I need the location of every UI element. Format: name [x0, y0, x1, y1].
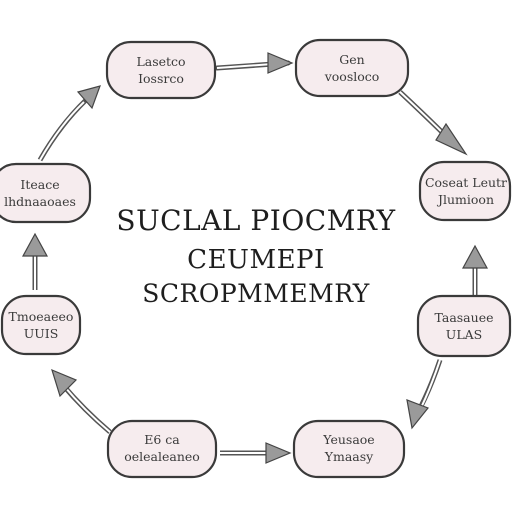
node-n1-line-2: Iossrco — [138, 71, 184, 86]
node-n5-line-1: Yeusaoe — [322, 432, 374, 447]
node-n3-line-1: Coseat Leutr — [425, 175, 507, 190]
center-title-line-3: SCROPMMEMRY — [142, 279, 370, 308]
node-n1-box — [105, 40, 217, 100]
node-n1: Lasetco Iossrco — [105, 40, 217, 100]
node-n6-line-1: E6 ca — [144, 432, 180, 447]
node-n3-box — [418, 160, 512, 222]
center-title: SUCLAL PIOCMRY CEUMEPI SCROPMMEMRY — [116, 204, 395, 308]
arrowhead-n7-to-n8 — [21, 232, 49, 257]
node-n2-box — [294, 38, 410, 98]
node-n3-line-2: Jlumioon — [436, 192, 494, 207]
node-n7-box — [0, 294, 82, 356]
node-n1-line-1: Lasetco — [136, 54, 185, 69]
arrowhead-n8-to-n1 — [76, 85, 101, 110]
node-n7: Tmoeaeeo UUIS — [0, 294, 82, 356]
node-n8: Iteace lhdnaaoaes — [0, 162, 92, 224]
arrowhead-n2-to-n3 — [435, 122, 468, 156]
node-n4-line-1: Taasauee — [435, 310, 494, 325]
center-title-line-1: SUCLAL PIOCMRY — [116, 204, 395, 237]
node-n8-box — [0, 162, 92, 224]
node-n6-line-2: oelealeaneo — [124, 449, 200, 464]
arrows — [21, 52, 489, 464]
node-n3: Coseat Leutr Jlumioon — [418, 160, 512, 222]
arrowhead-n4-to-n3 — [461, 244, 489, 269]
node-n2: Gen voosloco — [294, 38, 410, 98]
node-n8-line-1: Iteace — [20, 177, 59, 192]
arrow-n8-to-n1 — [37, 98, 88, 162]
arrowhead-n6-to-n5 — [265, 442, 292, 464]
node-n4: Taasauee ULAS — [416, 294, 512, 358]
node-n4-box — [416, 294, 512, 358]
node-n6-box — [106, 419, 218, 479]
node-n2-line-1: Gen — [339, 52, 364, 67]
node-n8-line-2: lhdnaaoaes — [4, 194, 76, 209]
node-n2-line-2: voosloco — [324, 69, 380, 84]
node-n4-line-2: ULAS — [446, 327, 482, 342]
node-n6: E6 ca oelealeaneo — [106, 419, 218, 479]
arrowhead-n6-to-n7 — [51, 368, 78, 398]
arrowhead-n4-to-n5 — [406, 399, 429, 430]
center-title-line-2: CEUMEPI — [187, 245, 325, 275]
node-n5-line-2: Ymaasy — [324, 449, 374, 464]
node-n7-line-1: Tmoeaeeo — [9, 309, 74, 324]
node-n7-line-2: UUIS — [24, 326, 59, 341]
arrowhead-n1-to-n2 — [267, 52, 294, 74]
node-n5: Yeusaoe Ymaasy — [292, 419, 406, 479]
node-n5-box — [292, 419, 406, 479]
